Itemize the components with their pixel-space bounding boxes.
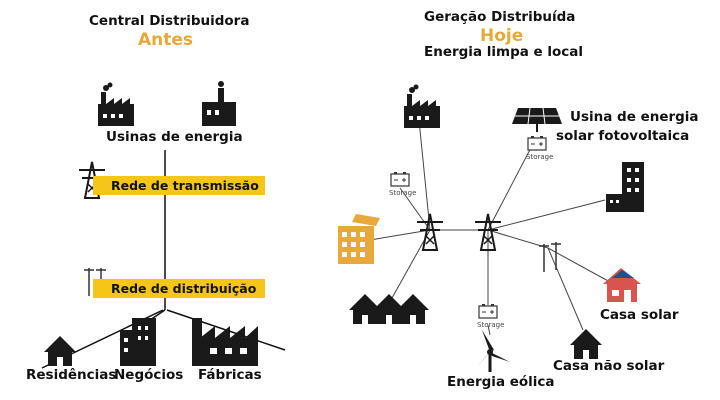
local-factory-icon [404,84,440,128]
right-title: Geração Distribuída [424,9,576,25]
house-icon [44,336,76,366]
solar-house-label: Casa solar [600,307,679,323]
wind-energy-label: Energia eólica [447,374,555,390]
solar-panel-icon [512,107,562,132]
non-solar-house-label: Casa não solar [553,358,665,374]
solar-building-icon [338,214,380,264]
right-tagline: Energia limpa e local [424,44,584,60]
consumer-factories-label: Fábricas [198,367,262,383]
transmission-band: Rede de transmissão [93,176,265,195]
solar-farm-label-line2: solar fotovoltaica [556,128,690,144]
consumer-homes-label: Residências [26,367,117,383]
battery-storage-icon [527,135,547,151]
distribution-band: Rede de distribuição [93,279,265,298]
left-subtitle: Antes [138,30,194,50]
wind-turbine-icon [476,330,510,372]
solar-farm-label-line1: Usina de energia [570,109,699,125]
houses-row-icon [349,294,429,324]
right-subtitle: Hoje [480,26,524,46]
non-solar-house-icon [570,329,602,359]
battery-storage-icon [478,303,498,319]
storage-label: Storage [389,189,417,197]
storage-label: Storage [477,321,505,329]
solar-house-icon [603,268,641,302]
factory-icon [192,318,258,366]
power-plant-icon [202,81,236,126]
power-plant-icon [98,82,134,126]
power-plants-label: Usinas de energia [106,129,243,145]
storage-label: Storage [526,153,554,161]
office-building-icon [606,162,644,212]
battery-storage-icon [390,171,410,187]
business-building-icon [120,318,156,366]
left-title: Central Distribuidora [89,13,250,29]
utility-pole-icon [550,241,562,271]
consumer-business-label: Negócios [114,367,184,383]
